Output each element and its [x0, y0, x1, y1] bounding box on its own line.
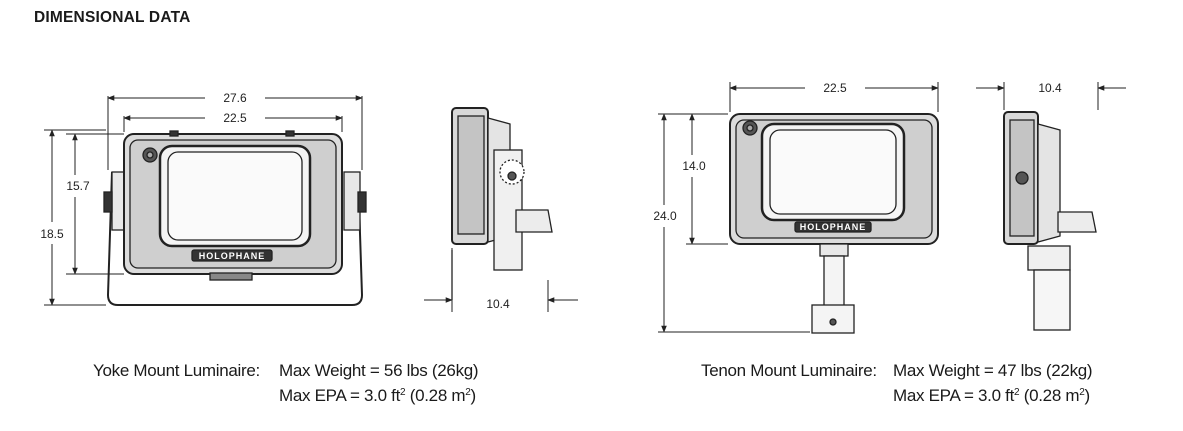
tenon-mount-label: Tenon Mount Luminaire:	[701, 361, 877, 380]
tenon-housing-width-label: 22.5	[823, 81, 847, 95]
page-heading: DIMENSIONAL DATA	[34, 9, 191, 26]
yoke-depth-label: 10.4	[486, 297, 510, 311]
tenon-max-weight: Max Weight = 47 lbs (22kg)	[893, 361, 1093, 380]
yoke-housing-height-label: 15.7	[66, 179, 90, 193]
tenon-depth-dimension	[976, 82, 1126, 110]
yoke-brand-label: HOLOPHANE	[199, 251, 266, 261]
tenon-overall-height-label: 24.0	[653, 209, 677, 223]
tenon-front-view	[729, 113, 939, 334]
tenon-side-view	[1003, 111, 1097, 331]
yoke-mount-label: Yoke Mount Luminaire:	[93, 361, 260, 380]
yoke-overall-height-label: 18.5	[40, 227, 64, 241]
tenon-dimension-lines	[658, 82, 939, 333]
tenon-depth-label: 10.4	[1038, 81, 1062, 95]
yoke-max-epa: Max EPA = 3.0 ft2 (0.28 m2)	[279, 386, 476, 405]
tenon-brand-label: HOLOPHANE	[800, 222, 867, 232]
tenon-max-epa: Max EPA = 3.0 ft2 (0.28 m2)	[893, 386, 1090, 405]
yoke-max-weight: Max Weight = 56 lbs (26kg)	[279, 361, 479, 380]
yoke-housing-width-label: 22.5	[223, 111, 247, 125]
yoke-side-view	[451, 107, 553, 300]
tenon-housing-height-label: 14.0	[682, 159, 706, 173]
yoke-overall-width-label: 27.6	[223, 91, 247, 105]
yoke-dimension-lines	[44, 95, 363, 306]
yoke-depth-dimension	[424, 248, 578, 312]
yoke-front-view	[103, 130, 367, 306]
